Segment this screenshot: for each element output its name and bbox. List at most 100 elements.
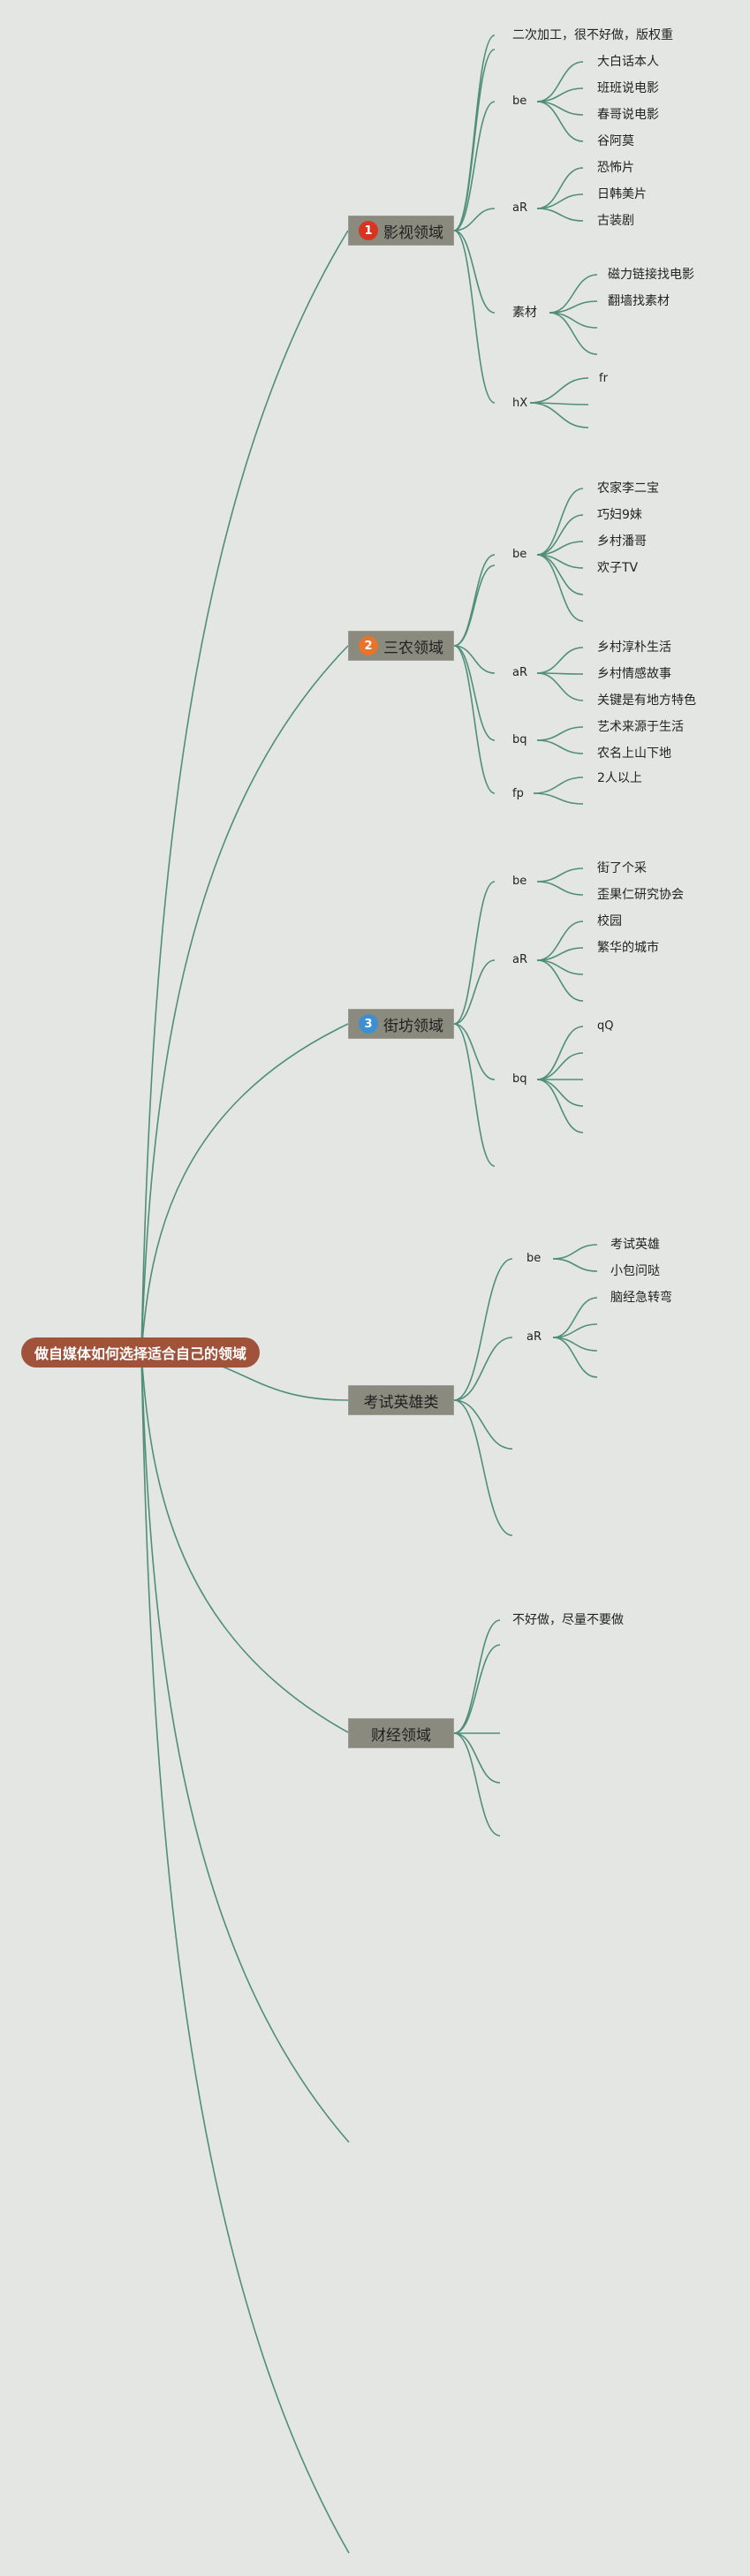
street-ar-item[interactable]: 繁华的城市 <box>597 941 659 955</box>
exam-branch-line <box>453 1258 513 1401</box>
street-ar-item[interactable]: 校园 <box>597 914 622 928</box>
film-be-item[interactable]: 大白话本人 <box>597 55 659 69</box>
film-be-node[interactable]: be <box>512 95 527 108</box>
film-sucai-item[interactable]: 翻墙找素材 <box>608 294 670 308</box>
topic-finance[interactable]: 财经领域 <box>348 1718 454 1748</box>
exam-be-node[interactable]: be <box>527 1252 542 1265</box>
topic-farm[interactable]: 2 三农领域 <box>348 631 454 661</box>
film-branch-line <box>453 34 496 231</box>
topic-street-label: 街坊领域 <box>383 1017 443 1035</box>
root-spoke-line <box>140 1352 350 2143</box>
farm-ar-item[interactable]: 关键是有地方特色 <box>597 693 696 708</box>
root-node[interactable]: 做自媒体如何选择适合自己的领域 <box>21 1337 260 1368</box>
exam-ar-item[interactable]: 脑经急转弯 <box>610 1291 672 1305</box>
number-badge-2-icon: 2 <box>359 636 378 655</box>
topic-film[interactable]: 1 影视领域 <box>348 216 454 246</box>
street-bq-line <box>536 1026 584 1080</box>
root-spoke-line <box>140 1023 349 1353</box>
topic-exam[interactable]: 考试英雄类 <box>348 1385 454 1415</box>
topic-street[interactable]: 3 街坊领域 <box>348 1009 454 1039</box>
film-intro-text[interactable]: 二次加工，很不好做，版权重 <box>512 28 673 42</box>
street-bq-line <box>536 1079 584 1133</box>
film-be-line <box>536 101 584 142</box>
farm-bq-item[interactable]: 农名上山下地 <box>597 746 671 761</box>
film-be-item[interactable]: 谷阿莫 <box>597 134 634 148</box>
film-sucai-line <box>549 312 598 329</box>
film-sucai-item[interactable]: 磁力链接找电影 <box>608 268 694 282</box>
farm-bq-node[interactable]: bq <box>512 733 527 746</box>
film-branch-line <box>453 230 496 314</box>
street-be-line <box>536 868 584 883</box>
film-branch-line <box>453 49 496 231</box>
street-bq-item[interactable]: qQ <box>597 1019 614 1033</box>
exam-ar-line <box>552 1337 598 1378</box>
topic-exam-label: 考试英雄类 <box>363 1393 439 1412</box>
street-be-item[interactable]: 歪果仁研究协会 <box>597 888 684 902</box>
root-spoke-line <box>140 230 349 1353</box>
farm-be-node[interactable]: be <box>512 548 527 561</box>
film-hx-item[interactable]: fr <box>599 372 608 385</box>
street-branch-line <box>453 881 496 1025</box>
film-ar-line <box>536 208 584 222</box>
street-branch-line <box>453 1023 496 1167</box>
number-badge-3-icon: 3 <box>359 1014 378 1034</box>
film-hx-line <box>529 377 589 404</box>
farm-fp-line <box>533 792 584 805</box>
film-branch-line <box>453 208 496 231</box>
street-be-node[interactable]: be <box>512 875 527 888</box>
farm-fp-line <box>533 777 584 794</box>
farm-be-item[interactable]: 农家李二宝 <box>597 481 659 496</box>
finance-branch-line <box>453 1732 501 1784</box>
street-branch-line <box>453 1023 496 1080</box>
farm-ar-line <box>536 647 584 674</box>
street-bq-line <box>536 1079 584 1107</box>
exam-be-item[interactable]: 小包问哒 <box>610 1264 660 1278</box>
finance-branch-line <box>453 1619 501 1734</box>
street-ar-line <box>536 921 584 961</box>
farm-branch-line <box>453 564 496 647</box>
farm-be-line <box>536 554 584 622</box>
farm-branch-line <box>453 645 496 741</box>
street-ar-node[interactable]: aR <box>512 953 527 966</box>
street-bq-line <box>536 1052 584 1080</box>
farm-bq-line <box>536 739 584 754</box>
farm-ar-node[interactable]: aR <box>512 666 527 679</box>
farm-be-item[interactable]: 巧妇9妹 <box>597 508 642 522</box>
farm-be-item[interactable]: 乡村潘哥 <box>597 534 647 549</box>
farm-fp-item[interactable]: 2人以上 <box>597 771 642 785</box>
film-branch-line <box>453 101 496 231</box>
finance-branch-line <box>453 1732 501 1837</box>
topic-film-label: 影视领域 <box>383 224 443 242</box>
farm-ar-item[interactable]: 乡村情感故事 <box>597 667 671 681</box>
number-badge-1-icon: 1 <box>359 221 378 240</box>
exam-be-item[interactable]: 考试英雄 <box>610 1238 660 1252</box>
farm-ar-item[interactable]: 乡村淳朴生活 <box>597 640 671 655</box>
exam-ar-node[interactable]: aR <box>527 1330 542 1344</box>
film-sucai-node[interactable]: 素材 <box>512 306 537 320</box>
farm-branch-line <box>453 645 496 794</box>
farm-bq-line <box>536 726 584 741</box>
film-ar-item[interactable]: 古装剧 <box>597 214 634 228</box>
street-be-item[interactable]: 街了个采 <box>597 861 647 875</box>
film-be-item[interactable]: 春哥说电影 <box>597 108 659 122</box>
topic-farm-label: 三农领域 <box>383 639 443 657</box>
film-be-item[interactable]: 班班说电影 <box>597 81 659 95</box>
exam-branch-line <box>453 1399 513 1450</box>
exam-branch-line <box>453 1399 513 1536</box>
film-hx-line <box>529 402 589 428</box>
film-hx-node[interactable]: hX <box>512 397 528 410</box>
film-ar-line <box>536 167 584 209</box>
film-sucai-line <box>549 274 598 314</box>
film-ar-item[interactable]: 日韩美片 <box>597 187 647 201</box>
exam-branch-line <box>453 1337 513 1401</box>
farm-be-line <box>536 488 584 556</box>
film-ar-item[interactable]: 恐怖片 <box>597 161 634 175</box>
farm-be-item[interactable]: 欢子TV <box>597 561 639 575</box>
farm-fp-node[interactable]: fp <box>512 787 524 800</box>
farm-bq-item[interactable]: 艺术来源于生活 <box>597 720 684 734</box>
film-ar-node[interactable]: aR <box>512 201 527 215</box>
street-branch-line <box>453 959 496 1025</box>
finance-note[interactable]: 不好做，尽量不要做 <box>512 1613 624 1627</box>
street-bq-node[interactable]: bq <box>512 1072 527 1086</box>
